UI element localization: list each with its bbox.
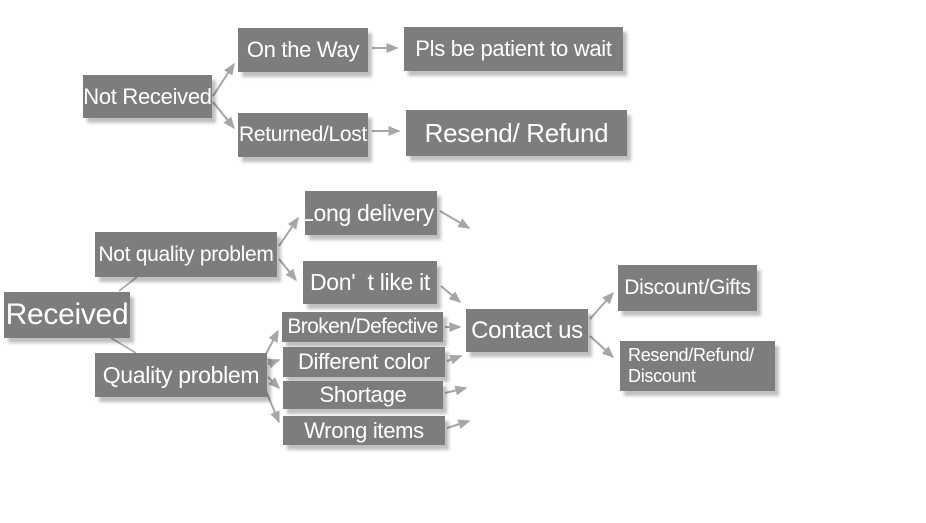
node-discount-gifts: Discount/Gifts (618, 265, 757, 311)
node-resend-refund: Resend/ Refund (406, 110, 627, 156)
edge-notquality-dontlike (278, 258, 297, 282)
edge-longdelivery-contact (439, 210, 471, 229)
node-returned-lost: Returned/Lost (238, 113, 368, 157)
node-broken-defective: Broken/Defective (282, 312, 443, 342)
node-long-delivery: Long delivery (305, 191, 437, 235)
edge-contact-resendrefunddiscount (589, 335, 615, 358)
edge-quality-shortage (267, 376, 280, 389)
node-received: Received (4, 292, 130, 338)
edge-shortage-contact (444, 385, 468, 396)
node-shortage: Shortage (283, 381, 443, 409)
edge-notreceived-returnedlost (212, 101, 235, 130)
edge-contact-discountgifts (589, 291, 614, 320)
edge-wrongitems-contact (446, 419, 471, 429)
node-different-color: Different color (283, 347, 445, 377)
node-resend-refund-discount: Resend/Refund/ Discount (620, 341, 775, 391)
edge-quality-broken (265, 329, 279, 355)
node-pls-be-patient-to-wait: Pls be patient to wait (404, 27, 623, 71)
edge-received-notquality (118, 276, 138, 292)
node-not-quality-problem: Not quality problem (95, 232, 277, 277)
node-quality-problem: Quality problem (95, 353, 267, 397)
edge-quality-diffcolor (267, 358, 281, 369)
edge-notquality-longdelivery (278, 216, 299, 247)
edge-received-quality (110, 337, 137, 354)
node-not-received: Not Received (83, 75, 212, 118)
node-wrong-items: Wrong items (283, 416, 445, 445)
node-contact-us: Contact us (466, 309, 588, 352)
edge-dontlike-contact (440, 285, 462, 303)
node-dont-like-it: Don' t like it (303, 261, 437, 304)
edge-notreceived-ontheway (212, 62, 235, 97)
edge-quality-wrongitems (265, 390, 280, 424)
node-on-the-way: On the Way (238, 28, 368, 72)
edge-diffcolor-contact (446, 354, 463, 365)
